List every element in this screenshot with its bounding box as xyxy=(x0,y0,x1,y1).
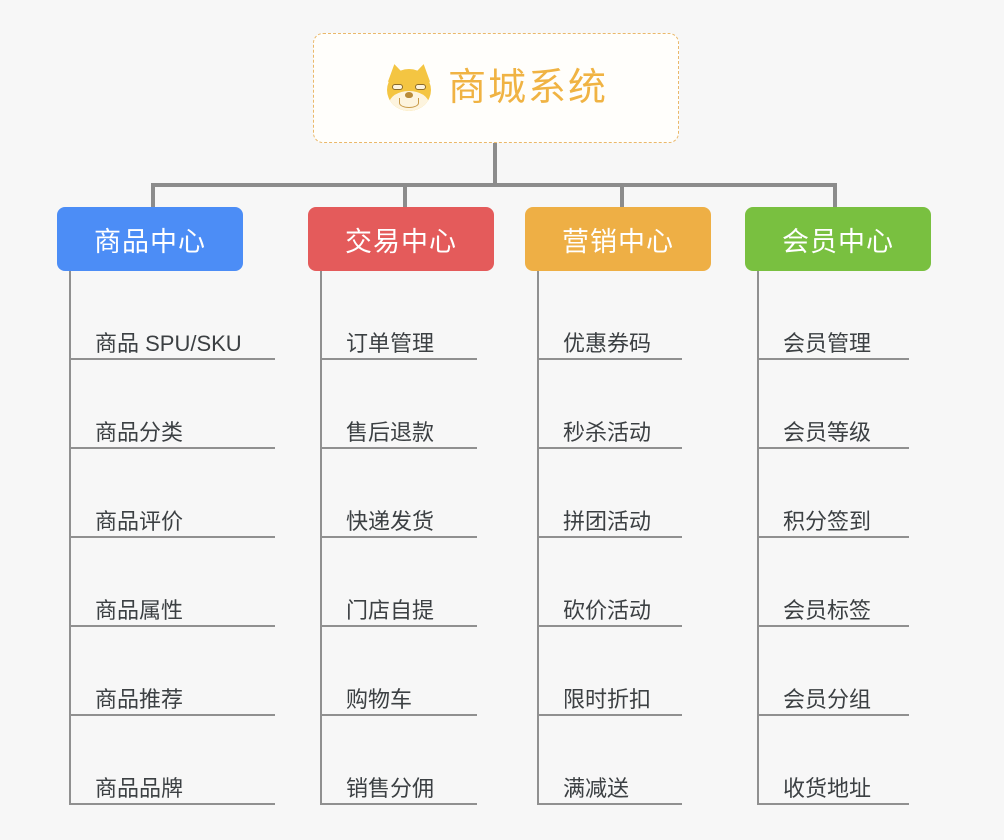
leaf-item-label: 商品属性 xyxy=(95,597,184,623)
leaf-item[interactable]: 会员分组 xyxy=(757,627,931,716)
leaf-item-label: 订单管理 xyxy=(346,330,435,356)
leaf-item[interactable]: 会员标签 xyxy=(757,538,931,627)
leaf-item-label: 商品品牌 xyxy=(95,775,184,801)
dog-face-icon xyxy=(384,62,434,112)
leaf-item-rule xyxy=(757,536,909,538)
leaf-item-rule xyxy=(69,358,275,360)
leaf-item-rule xyxy=(69,714,275,716)
root-title: 商城系统 xyxy=(447,67,608,109)
leaf-item-rule xyxy=(320,714,477,716)
branch-spine-2 xyxy=(320,271,322,805)
connector-drop-3 xyxy=(620,183,624,207)
leaf-item-rule xyxy=(537,447,682,449)
leaf-item-rule xyxy=(320,536,477,538)
leaf-item-rule xyxy=(537,625,682,627)
leaf-item-rule xyxy=(757,625,909,627)
leaf-item-rule xyxy=(537,536,682,538)
branch-item-list-4: 会员管理会员等级积分签到会员标签会员分组收货地址 xyxy=(745,271,931,805)
branch-column-1: 商品中心商品 SPU/SKU 商品分类商品评价商品属性商品推荐商品品牌 xyxy=(57,207,275,805)
leaf-item-label: 优惠券码 xyxy=(563,330,652,356)
leaf-item[interactable]: 商品属性 xyxy=(69,538,275,627)
leaf-item-label: 会员管理 xyxy=(783,330,872,356)
leaf-item-label: 限时折扣 xyxy=(563,686,652,712)
branch-item-list-2: 订单管理售后退款快递发货门店自提购物车销售分佣 xyxy=(308,271,494,805)
leaf-item-rule xyxy=(757,358,909,360)
leaf-item-label: 商品分类 xyxy=(95,419,184,445)
leaf-item[interactable]: 商品品牌 xyxy=(69,716,275,805)
leaf-item-label: 积分签到 xyxy=(783,508,872,534)
leaf-item-rule xyxy=(537,358,682,360)
leaf-item-label: 快递发货 xyxy=(346,508,435,534)
leaf-item-rule xyxy=(69,447,275,449)
branch-item-list-3: 优惠券码秒杀活动拼团活动砍价活动限时折扣满减送 xyxy=(525,271,711,805)
leaf-item-label: 秒杀活动 xyxy=(563,419,652,445)
leaf-item-label: 会员标签 xyxy=(783,597,872,623)
branch-header-4[interactable]: 会员中心 xyxy=(745,207,931,271)
leaf-item[interactable]: 门店自提 xyxy=(320,538,494,627)
connector-drop-2 xyxy=(403,183,407,207)
leaf-item[interactable]: 会员管理 xyxy=(757,271,931,360)
branch-header-2[interactable]: 交易中心 xyxy=(308,207,494,271)
leaf-item-rule xyxy=(69,625,275,627)
leaf-item[interactable]: 商品 SPU/SKU xyxy=(69,271,275,360)
branch-column-2: 交易中心订单管理售后退款快递发货门店自提购物车销售分佣 xyxy=(308,207,494,805)
leaf-item[interactable]: 快递发货 xyxy=(320,449,494,538)
leaf-item-label: 销售分佣 xyxy=(346,775,435,801)
leaf-item-rule xyxy=(537,714,682,716)
leaf-item[interactable]: 秒杀活动 xyxy=(537,360,711,449)
connector-drop-4 xyxy=(833,183,837,207)
leaf-item[interactable]: 会员等级 xyxy=(757,360,931,449)
leaf-item[interactable]: 销售分佣 xyxy=(320,716,494,805)
leaf-item-label: 会员分组 xyxy=(783,686,872,712)
leaf-item-label: 拼团活动 xyxy=(563,508,652,534)
leaf-item-rule xyxy=(69,536,275,538)
leaf-item[interactable]: 优惠券码 xyxy=(537,271,711,360)
connector-root-stem xyxy=(493,143,497,185)
leaf-item[interactable]: 售后退款 xyxy=(320,360,494,449)
leaf-item[interactable]: 限时折扣 xyxy=(537,627,711,716)
branch-spine-3 xyxy=(537,271,539,805)
leaf-item-label: 商品推荐 xyxy=(95,686,184,712)
branch-header-1[interactable]: 商品中心 xyxy=(57,207,243,271)
leaf-item-rule xyxy=(320,803,477,805)
leaf-item-label: 门店自提 xyxy=(346,597,435,623)
leaf-item[interactable]: 满减送 xyxy=(537,716,711,805)
leaf-item[interactable]: 商品推荐 xyxy=(69,627,275,716)
leaf-item[interactable]: 订单管理 xyxy=(320,271,494,360)
leaf-item-rule xyxy=(757,447,909,449)
leaf-item[interactable]: 商品分类 xyxy=(69,360,275,449)
leaf-item-label: 商品 SPU/SKU xyxy=(95,330,242,356)
leaf-item-rule xyxy=(69,803,275,805)
leaf-item-rule xyxy=(320,625,477,627)
branch-header-3[interactable]: 营销中心 xyxy=(525,207,711,271)
leaf-item-label: 砍价活动 xyxy=(563,597,652,623)
leaf-item-rule xyxy=(320,447,477,449)
leaf-item[interactable]: 积分签到 xyxy=(757,449,931,538)
leaf-item-label: 满减送 xyxy=(563,775,630,801)
connector-horizontal-bar xyxy=(151,183,837,187)
leaf-item-label: 商品评价 xyxy=(95,508,184,534)
leaf-item-label: 购物车 xyxy=(346,686,413,712)
leaf-item-label: 售后退款 xyxy=(346,419,435,445)
leaf-item[interactable]: 收货地址 xyxy=(757,716,931,805)
leaf-item[interactable]: 拼团活动 xyxy=(537,449,711,538)
branch-item-list-1: 商品 SPU/SKU 商品分类商品评价商品属性商品推荐商品品牌 xyxy=(57,271,275,805)
root-node[interactable]: 商城系统 xyxy=(313,33,679,143)
branch-column-3: 营销中心优惠券码秒杀活动拼团活动砍价活动限时折扣满减送 xyxy=(525,207,711,805)
leaf-item-rule xyxy=(757,803,909,805)
leaf-item-rule xyxy=(320,358,477,360)
branch-column-4: 会员中心会员管理会员等级积分签到会员标签会员分组收货地址 xyxy=(745,207,931,805)
leaf-item[interactable]: 购物车 xyxy=(320,627,494,716)
branch-spine-1 xyxy=(69,271,71,805)
leaf-item-label: 收货地址 xyxy=(783,775,872,801)
leaf-item[interactable]: 商品评价 xyxy=(69,449,275,538)
leaf-item[interactable]: 砍价活动 xyxy=(537,538,711,627)
connector-drop-1 xyxy=(151,183,155,207)
branch-spine-4 xyxy=(757,271,759,805)
leaf-item-label: 会员等级 xyxy=(783,419,872,445)
leaf-item-rule xyxy=(537,803,682,805)
leaf-item-rule xyxy=(757,714,909,716)
